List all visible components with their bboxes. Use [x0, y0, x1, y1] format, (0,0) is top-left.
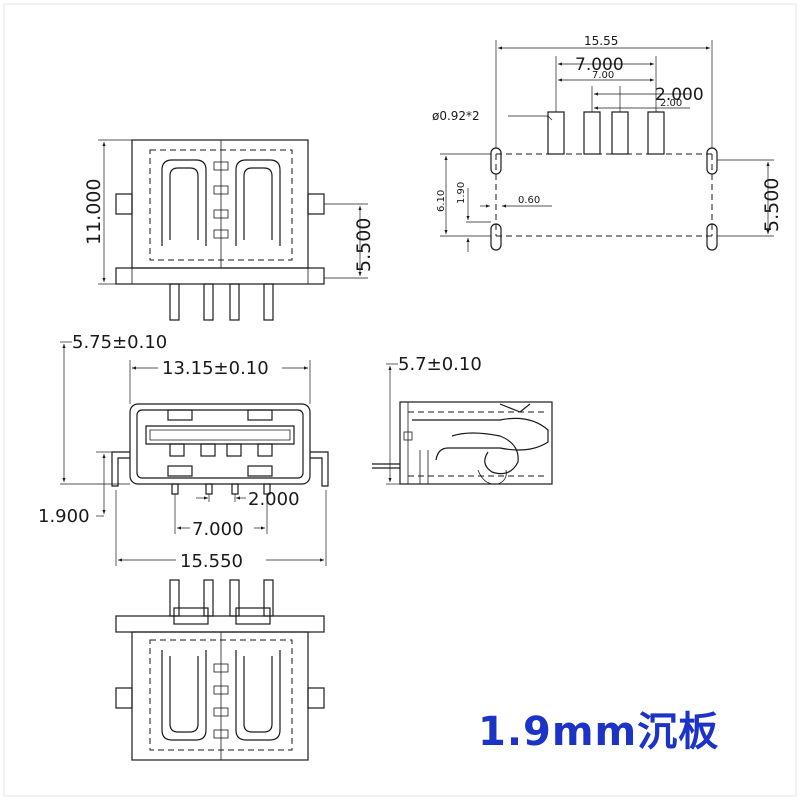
pcb-left-b: 1.90 [456, 182, 467, 204]
side-height-label: 5.7±0.10 [398, 354, 482, 375]
pcb-pitch-inner: 2.000 [655, 85, 704, 105]
top-height-label: 11.000 [83, 179, 105, 245]
front-body-width-label: 13.15±0.10 [162, 358, 269, 379]
front-view [60, 341, 329, 566]
pcb-pitch-inner-small: 2.00 [660, 98, 682, 109]
front-sink-depth-label: 1.900 [38, 506, 90, 527]
front-overall-width-label: 15.550 [180, 551, 243, 572]
page-border [3, 3, 797, 797]
pcb-slot-width: 0.60 [518, 195, 540, 206]
top-view [98, 139, 368, 321]
side-view [372, 363, 553, 485]
top-tab-offset-label: 5.500 [353, 218, 375, 272]
bottom-view [115, 579, 325, 761]
pcb-layout [440, 40, 774, 252]
front-pin-pitch-label: 2.000 [248, 489, 300, 510]
pcb-row-offset: 5.500 [761, 178, 783, 232]
pcb-hole-note: ø0.92*2 [432, 109, 480, 123]
front-height-label: 5.75±0.10 [72, 332, 167, 353]
pcb-left-a: 6.10 [436, 190, 447, 212]
pcb-pitch-outer-small: 7.00 [592, 70, 614, 81]
product-tag: 1.9mm沉板 [478, 709, 719, 755]
pcb-pitch-outer: 7.000 [575, 55, 624, 75]
pcb-overall-width: 15.55 [584, 34, 618, 48]
front-pin-span-label: 7.000 [192, 519, 244, 540]
